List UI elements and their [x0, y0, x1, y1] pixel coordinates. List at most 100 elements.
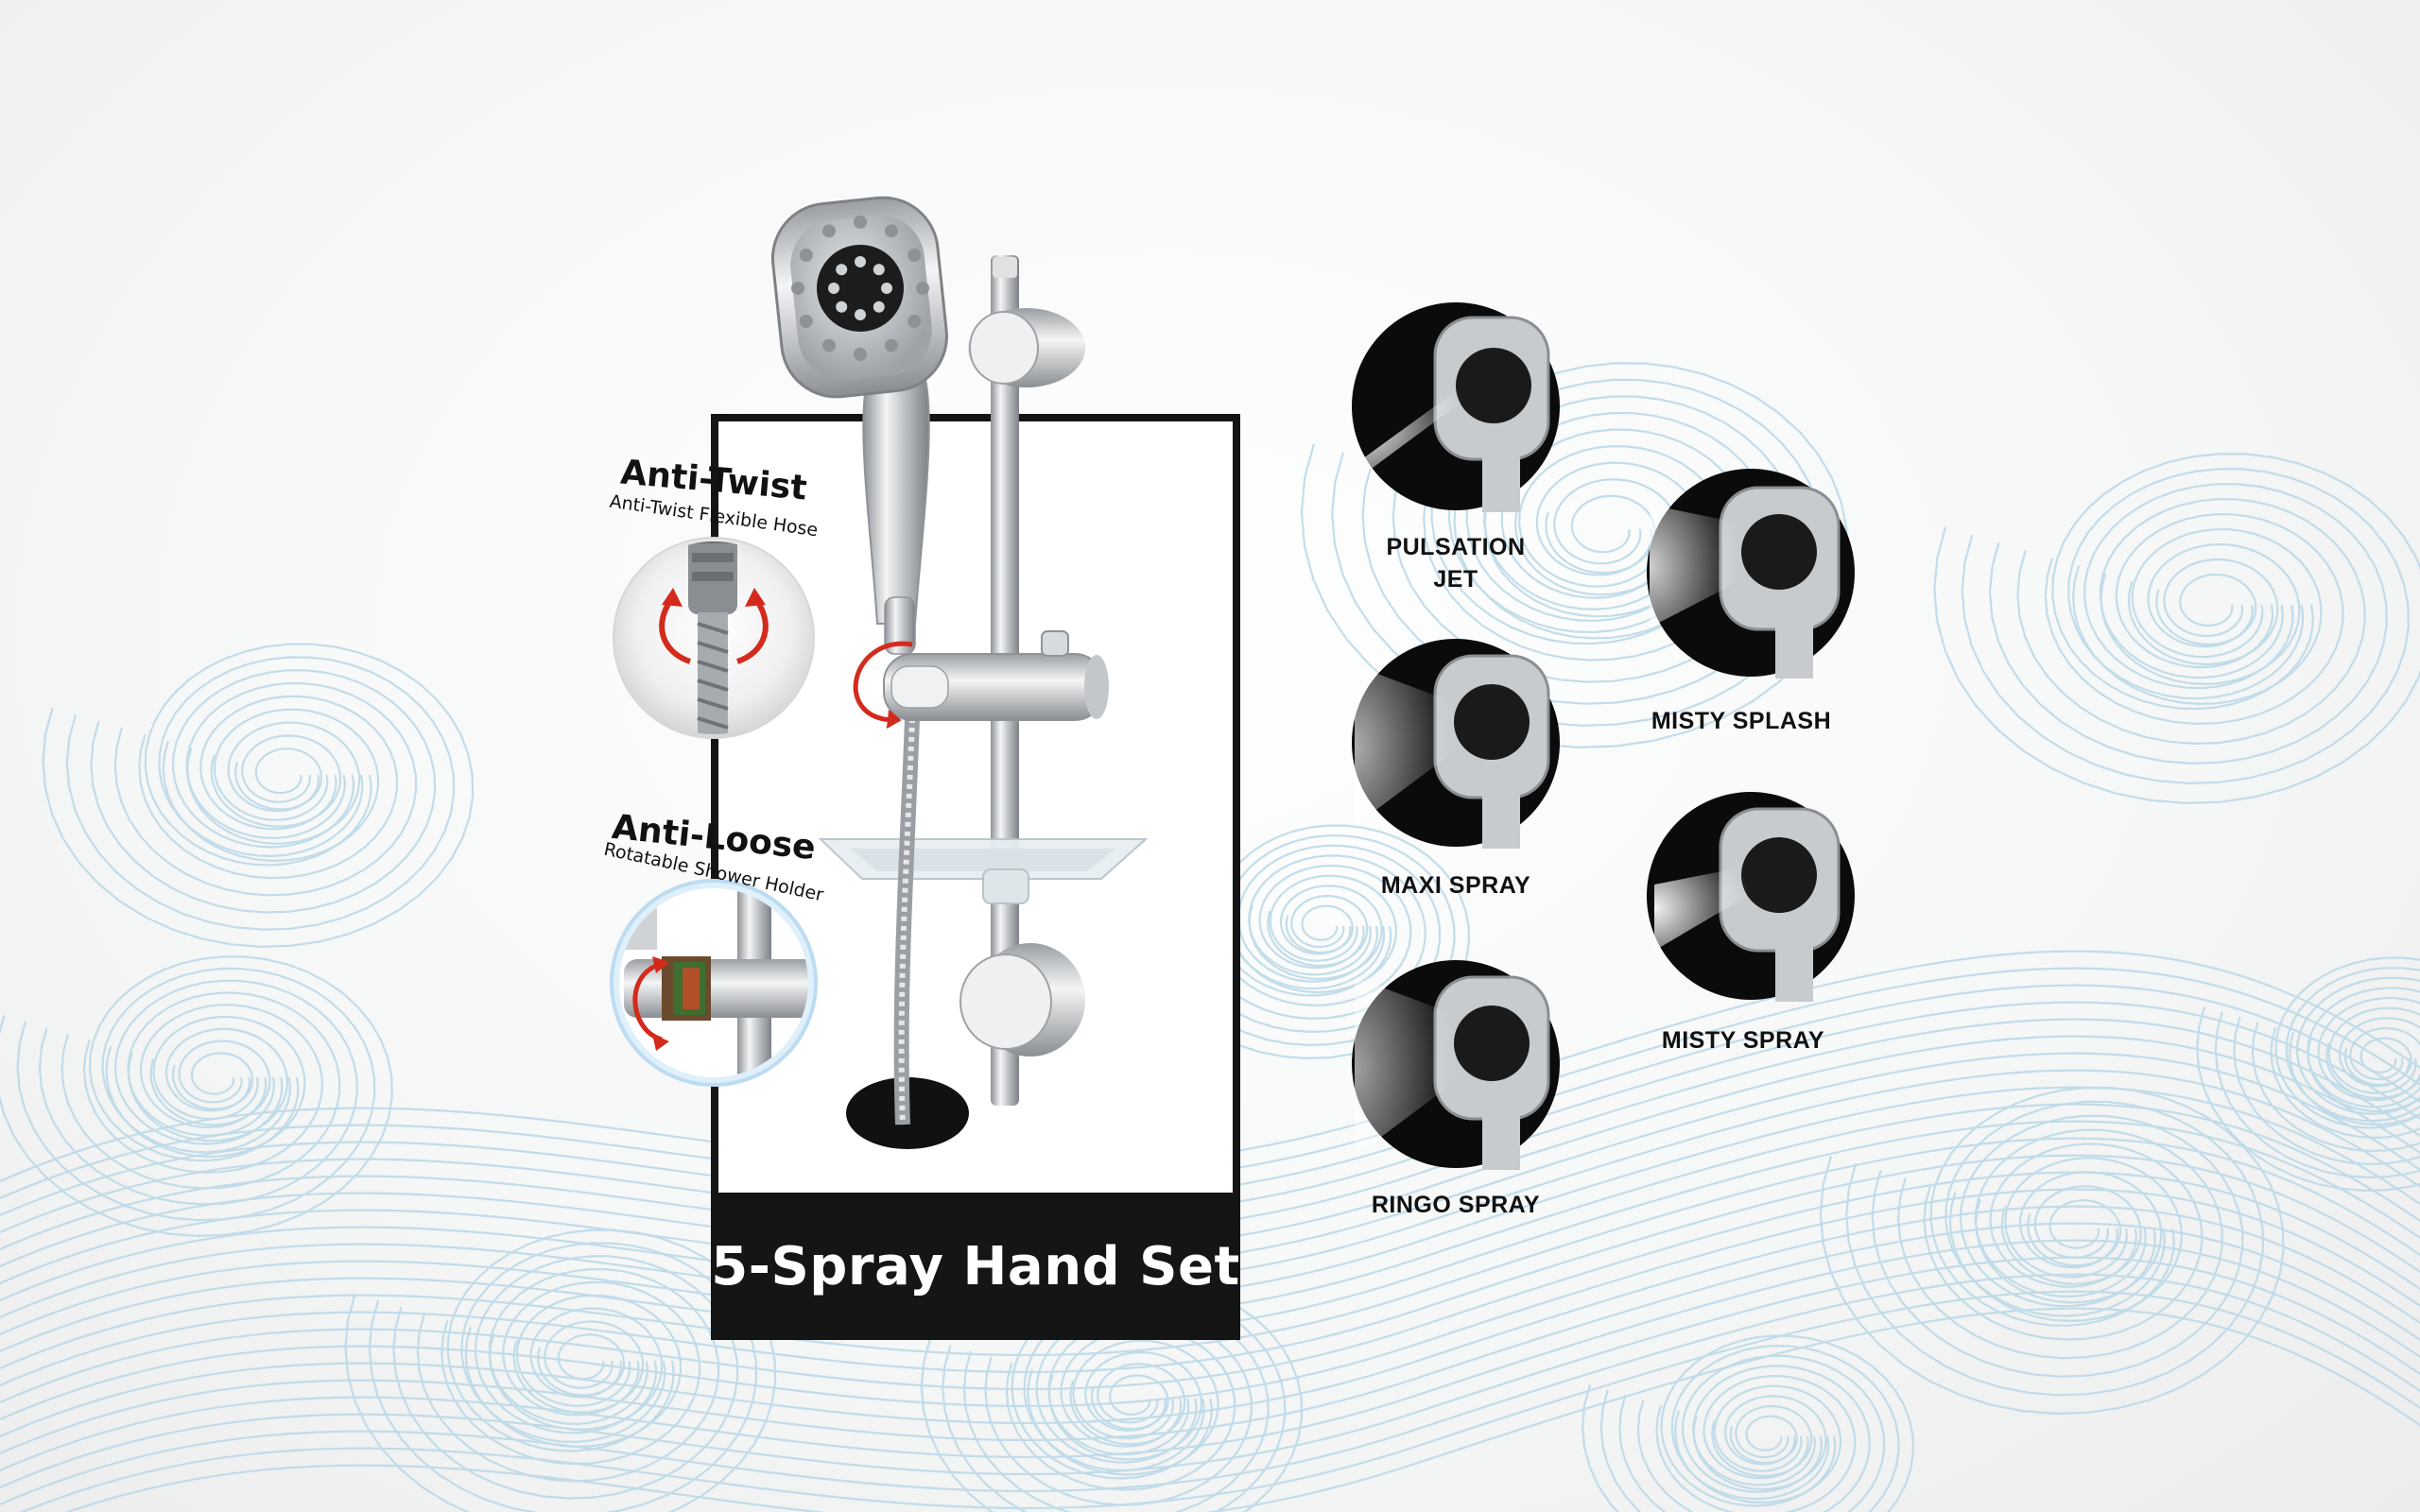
wave-line	[42, 643, 475, 949]
wave-line	[1229, 874, 1398, 994]
nozzle	[885, 224, 898, 238]
wave-line	[1248, 885, 1383, 981]
nozzle	[822, 338, 836, 352]
wave-line	[1599, 1345, 1900, 1512]
wave-line	[0, 1086, 2420, 1319]
wave-line	[0, 1222, 2420, 1455]
nozzle	[855, 256, 866, 267]
wave-line	[2100, 542, 2301, 686]
spray-mode-label-misty-spray: MISTY SPRAY	[1661, 1027, 1825, 1054]
nozzle	[791, 282, 804, 295]
spray-mode-image-ringo-spray	[1352, 960, 1560, 1170]
wave-line	[416, 1267, 720, 1483]
wave-line	[2027, 1199, 2122, 1267]
wave-line	[1923, 1143, 2204, 1341]
wave-line	[171, 1052, 253, 1110]
nozzle	[799, 315, 813, 328]
wave-line	[113, 681, 418, 897]
wave-line	[82, 1004, 323, 1174]
nozzle	[854, 348, 867, 361]
wave-line	[64, 1307, 2420, 1512]
wave-line	[0, 1035, 2420, 1268]
wave-line	[1285, 904, 1354, 954]
wave-line	[1069, 1363, 1186, 1446]
wave-line	[1513, 478, 1681, 596]
nozzle	[873, 301, 885, 313]
handset-handle	[862, 358, 930, 625]
wave-line	[16, 967, 376, 1222]
wave-line	[1729, 1415, 1798, 1465]
spray-mode-label-ringo-spray: RINGO SPRAY	[1371, 1192, 1541, 1218]
wave-line	[1192, 854, 1426, 1021]
wave-line	[0, 1001, 2420, 1234]
wave-line	[536, 1333, 626, 1397]
nozzle	[855, 309, 866, 320]
wave-line	[2325, 1027, 2420, 1100]
wave-line	[2127, 558, 2279, 666]
nozzle	[881, 283, 892, 294]
anti-loose-callout	[610, 879, 818, 1087]
wave-line	[2214, 967, 2420, 1179]
wave-line	[0, 1171, 2420, 1404]
wave-line	[1155, 834, 1456, 1047]
nozzle	[916, 282, 929, 295]
nozzle	[908, 315, 922, 328]
wave-line	[0, 950, 2420, 1183]
wave-line	[0, 1188, 2420, 1421]
wave-line	[149, 1040, 271, 1126]
wave-line	[1047, 1350, 1202, 1461]
wave-line	[1582, 1334, 1915, 1512]
wave-line	[162, 708, 380, 863]
wave-line	[0, 1154, 2420, 1387]
wave-line	[1090, 1374, 1169, 1431]
wave-line	[2251, 987, 2420, 1153]
spray-mode-label-pulsation-jet: PULSATION JET	[1386, 534, 1526, 593]
spray-mode-image-misty-splash	[1647, 469, 1855, 679]
wave-line	[1961, 468, 2410, 785]
wave-line	[2196, 956, 2420, 1193]
wave-line	[0, 1239, 2420, 1472]
wave-line	[2155, 574, 2257, 646]
wave-line	[2270, 996, 2420, 1140]
wave-line	[0, 984, 2420, 1217]
wave-line	[2071, 528, 2323, 706]
nozzle	[799, 249, 813, 262]
wave-line	[1896, 1128, 2223, 1360]
wave-line	[0, 1018, 2420, 1251]
wave-line	[1871, 1114, 2244, 1378]
top-wall-bracket	[968, 308, 1085, 387]
nozzle	[836, 264, 848, 276]
wave-line	[1636, 1365, 1871, 1512]
wave-line	[0, 1205, 2420, 1438]
nozzle	[836, 301, 848, 313]
wave-line	[20, 1290, 2420, 1512]
anti-twist-callout	[613, 537, 815, 739]
spray-mode-image-maxi-spray	[1352, 639, 1560, 849]
product-caption-bar: 5-Spray Hand Set	[711, 1193, 1240, 1340]
wave-line	[0, 1120, 2420, 1353]
shower-head	[770, 196, 948, 399]
wave-line	[90, 669, 437, 914]
wave-line	[1211, 864, 1412, 1007]
wave-line	[38, 979, 358, 1206]
wave-line	[1711, 1405, 1813, 1478]
wave-line	[1673, 1384, 1842, 1504]
wave-line	[210, 734, 342, 828]
spray-mode-image-misty-spray	[1647, 792, 1855, 1002]
wave-line	[1137, 824, 1471, 1060]
nozzle	[822, 224, 836, 238]
spray-mode-image-pulsation-jet	[1352, 302, 1560, 512]
nozzle	[828, 283, 839, 294]
wave-line	[1453, 445, 1729, 640]
wave-line	[1267, 895, 1369, 968]
wave-line	[0, 1137, 2420, 1370]
nozzle	[908, 249, 922, 262]
wave-line	[1988, 483, 2388, 765]
wave-line	[2307, 1017, 2420, 1113]
product-title: 5-Spray Hand Set	[711, 1235, 1240, 1297]
wave-line	[1483, 461, 1704, 618]
nozzle	[873, 264, 885, 276]
wave-line	[2343, 1037, 2412, 1087]
wave-line	[1545, 494, 1656, 575]
